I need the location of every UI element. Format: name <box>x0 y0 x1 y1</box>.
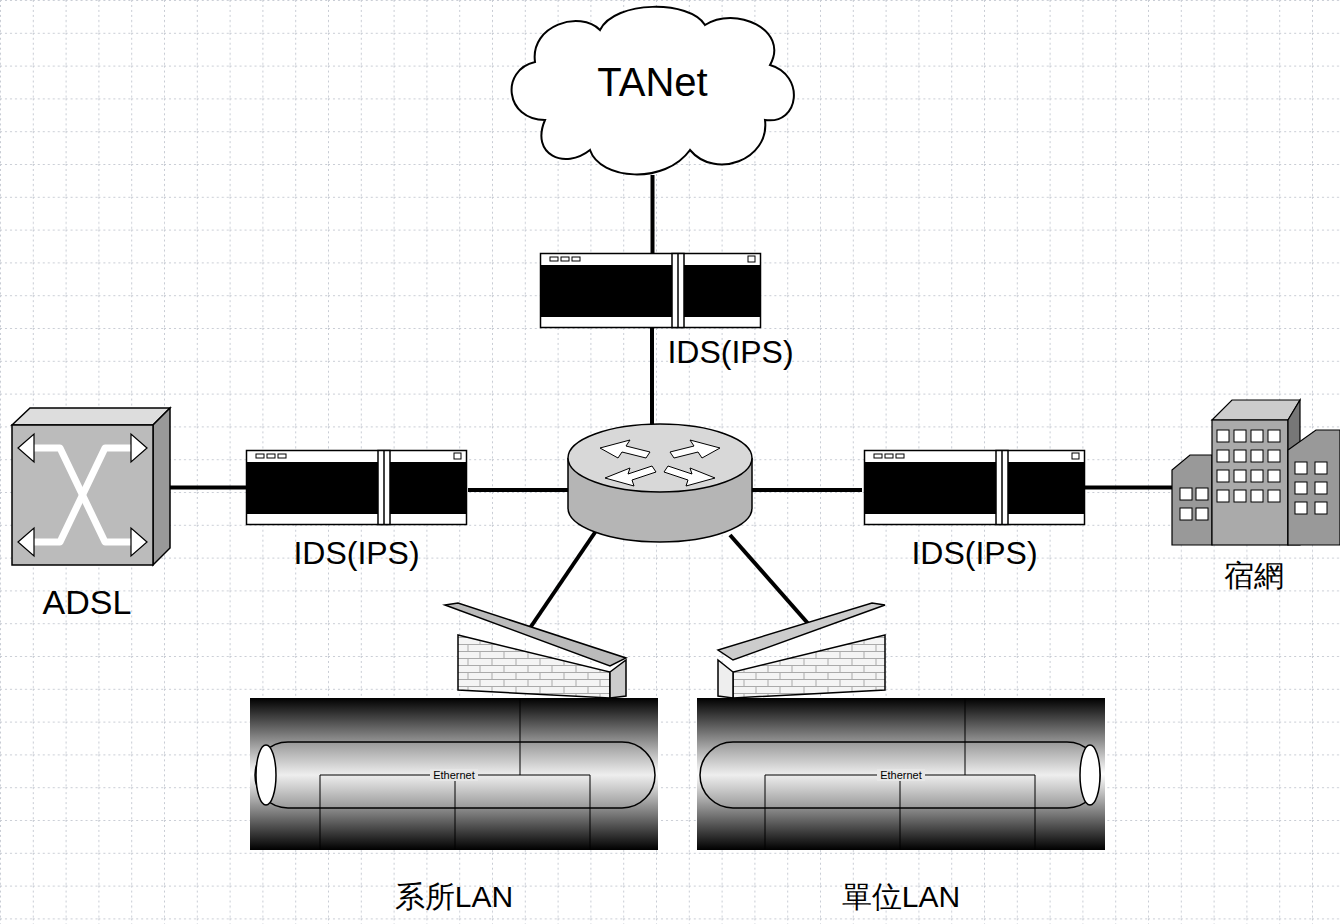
network-link <box>1085 487 1172 488</box>
caption-label: IDS(IPS) <box>667 334 793 371</box>
network-link <box>170 487 246 488</box>
caption-label: 系所LAN <box>395 880 513 915</box>
caption-label: 單位LAN <box>842 880 960 915</box>
ethernet-lan: Ethernet單位LAN <box>697 698 1105 850</box>
node-label: Ethernet <box>430 769 478 782</box>
node-label: TANet <box>597 59 707 105</box>
caption-label: ADSL <box>43 583 132 622</box>
caption-label: IDS(IPS) <box>293 535 419 572</box>
ids-device: IDS(IPS) <box>246 450 467 525</box>
ethernet-lan: Ethernet系所LAN <box>250 698 658 850</box>
adsl-switch: ADSL <box>12 408 170 565</box>
network-link <box>652 175 653 253</box>
node-label: Ethernet <box>877 769 925 782</box>
ids-device: IDS(IPS) <box>540 253 761 328</box>
cloud-node: TANet <box>510 5 795 175</box>
dorm-building: 宿網 <box>1172 400 1340 545</box>
caption-label: 宿網 <box>1224 559 1284 594</box>
ids-device: IDS(IPS) <box>864 450 1085 525</box>
caption-label: IDS(IPS) <box>911 535 1037 572</box>
